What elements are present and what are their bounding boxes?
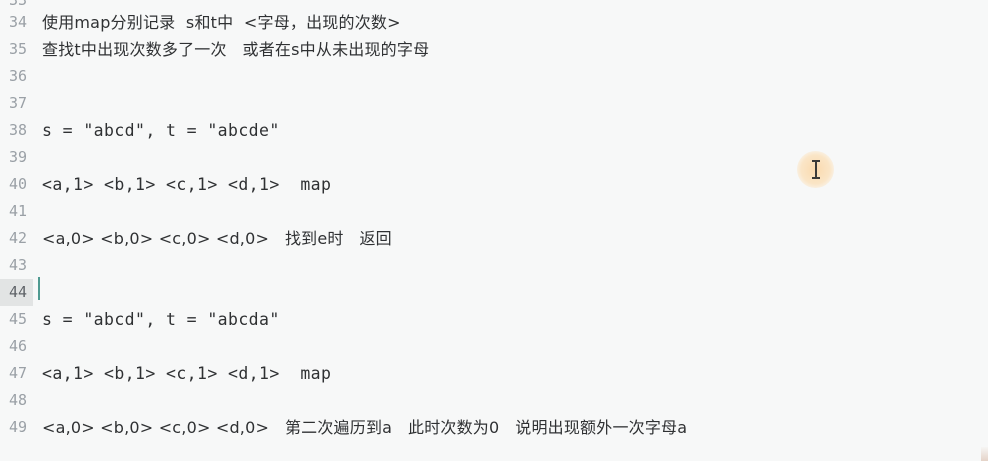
- editor-line[interactable]: 33: [0, 0, 988, 9]
- editor-lines-container[interactable]: 33 34 使用map分别记录 s和t中 <字母，出现的次数> 35 查找t中出现次数多…: [0, 0, 988, 441]
- line-number: 43: [8, 256, 27, 274]
- line-number: 40: [8, 175, 27, 193]
- editor-line[interactable]: 43: [0, 252, 988, 279]
- editor-line[interactable]: 49 <a,0> <b,0> <c,0> <d,0> 第二次遍历到a 此时次数为0…: [0, 414, 988, 441]
- editor-line[interactable]: 46: [0, 333, 988, 360]
- line-number: 44: [0, 279, 33, 306]
- editor-line[interactable]: 45 s = "abcd", t = "abcda": [0, 306, 988, 333]
- editor-line[interactable]: 44: [0, 279, 988, 306]
- line-number: 35: [8, 40, 27, 58]
- line-number: 39: [8, 148, 27, 166]
- line-content[interactable]: <a,1> <b,1> <c,1> <d,1> map: [42, 364, 332, 383]
- line-number: 37: [8, 94, 27, 112]
- line-number: 49: [8, 418, 27, 436]
- line-number: 34: [8, 13, 27, 31]
- line-content[interactable]: 使用map分别记录 s和t中 <字母，出现的次数>: [42, 13, 401, 32]
- editor-line[interactable]: 35 查找t中出现次数多了一次 或者在s中从未出现的字母: [0, 36, 988, 63]
- line-content[interactable]: <a,1> <b,1> <c,1> <d,1> map: [42, 175, 332, 194]
- line-content[interactable]: 查找t中出现次数多了一次 或者在s中从未出现的字母: [42, 40, 430, 59]
- line-number: 38: [8, 121, 27, 139]
- editor-line[interactable]: 34 使用map分别记录 s和t中 <字母，出现的次数>: [0, 9, 988, 36]
- line-number: 42: [8, 229, 27, 247]
- line-content[interactable]: <a,0> <b,0> <c,0> <d,0> 找到e时 返回: [42, 229, 392, 248]
- line-content[interactable]: s = "abcd", t = "abcde": [42, 121, 280, 140]
- editor-line[interactable]: 47 <a,1> <b,1> <c,1> <d,1> map: [0, 360, 988, 387]
- editor-line[interactable]: 48: [0, 387, 988, 414]
- line-number: 46: [8, 337, 27, 355]
- line-content[interactable]: <a,0> <b,0> <c,0> <d,0> 第二次遍历到a 此时次数为0 说…: [42, 418, 688, 437]
- line-number: 47: [8, 364, 27, 382]
- editor-line[interactable]: 40 <a,1> <b,1> <c,1> <d,1> map: [0, 171, 988, 198]
- line-number: 33: [8, 0, 27, 9]
- editor-line[interactable]: 37: [0, 90, 988, 117]
- line-number: 41: [8, 202, 27, 220]
- editor-line[interactable]: 36: [0, 63, 988, 90]
- corner-artifact: [981, 447, 988, 461]
- editor-line[interactable]: 41: [0, 198, 988, 225]
- line-number: 45: [8, 310, 27, 328]
- line-number: 36: [8, 67, 27, 85]
- line-content[interactable]: s = "abcd", t = "abcda": [42, 310, 280, 329]
- text-caret: [38, 277, 40, 300]
- editor-line[interactable]: 39: [0, 144, 988, 171]
- line-number: 48: [8, 391, 27, 409]
- editor-line[interactable]: 38 s = "abcd", t = "abcde": [0, 117, 988, 144]
- editor-line[interactable]: 42 <a,0> <b,0> <c,0> <d,0> 找到e时 返回: [0, 225, 988, 252]
